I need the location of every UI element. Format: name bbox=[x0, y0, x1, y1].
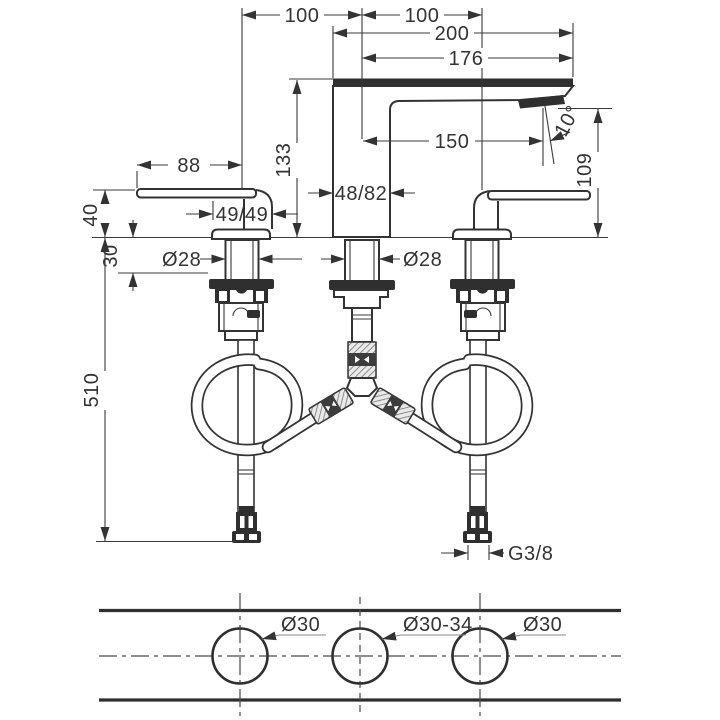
dim-shank-left: Ø28 bbox=[162, 249, 201, 271]
left-dimensions: 88 49/49 40 30 510 bbox=[80, 155, 298, 543]
right-below-deck bbox=[450, 239, 515, 543]
faucet-spout bbox=[332, 78, 576, 238]
right-branch-braid bbox=[370, 387, 416, 425]
main-view bbox=[92, 78, 608, 543]
left-branch-braid bbox=[308, 387, 354, 425]
spout-top-edge bbox=[333, 78, 573, 86]
left-handle-group bbox=[136, 188, 273, 240]
dim-handle-reach: 88 bbox=[177, 155, 200, 177]
spout-body bbox=[332, 85, 576, 238]
hole-label-right: Ø30 bbox=[523, 614, 562, 636]
dim-body-height: 133 bbox=[273, 143, 295, 178]
right-hose bbox=[397, 353, 534, 457]
center-below-deck bbox=[329, 239, 395, 343]
right-mounting-nut bbox=[450, 279, 515, 289]
dim-handle-depth: 49/49 bbox=[216, 204, 269, 226]
mid-dimensions: 48/82 Ø28 Ø28 G3/8 bbox=[162, 183, 553, 565]
dim-supply-thread: G3/8 bbox=[508, 543, 553, 565]
tee-piece bbox=[345, 377, 379, 397]
dim-clearance: 40 bbox=[80, 203, 102, 226]
aerator bbox=[518, 95, 565, 109]
dim-spacing-left: 100 bbox=[285, 5, 320, 27]
left-escutcheon bbox=[211, 228, 271, 240]
dim-body-depth: 48/82 bbox=[335, 183, 388, 205]
left-lever bbox=[136, 188, 257, 199]
hole-right bbox=[451, 627, 509, 685]
hole-label-left: Ø30 bbox=[281, 614, 320, 636]
hose-tee-connector bbox=[308, 341, 416, 425]
right-lever bbox=[487, 190, 591, 201]
dim-deck-thickness: 30 bbox=[100, 244, 122, 267]
dim-overall-width: 200 bbox=[435, 23, 470, 45]
hole-plan-view: Ø30 Ø30-34 Ø30 bbox=[99, 593, 621, 719]
right-escutcheon bbox=[452, 228, 512, 240]
dim-spout-reach: 150 bbox=[435, 131, 470, 153]
hole-left bbox=[211, 627, 269, 685]
top-dimensions: 100 100 200 176 bbox=[241, 5, 574, 190]
dim-hose-length: 510 bbox=[81, 373, 103, 408]
dim-spacing-right: 100 bbox=[405, 5, 440, 27]
dim-shank-center: Ø28 bbox=[403, 249, 442, 271]
center-mounting-nut bbox=[329, 280, 395, 290]
dim-outlet-height: 109 bbox=[574, 153, 596, 188]
left-hose bbox=[190, 353, 327, 457]
hole-label-center: Ø30-34 bbox=[403, 614, 473, 636]
right-handle-group bbox=[452, 190, 591, 240]
left-below-deck bbox=[209, 239, 274, 543]
dim-spout-overall: 176 bbox=[449, 48, 484, 70]
dim-spout-angle: 10° bbox=[551, 102, 585, 140]
left-mounting-nut bbox=[209, 279, 274, 289]
hole-center bbox=[331, 627, 389, 685]
